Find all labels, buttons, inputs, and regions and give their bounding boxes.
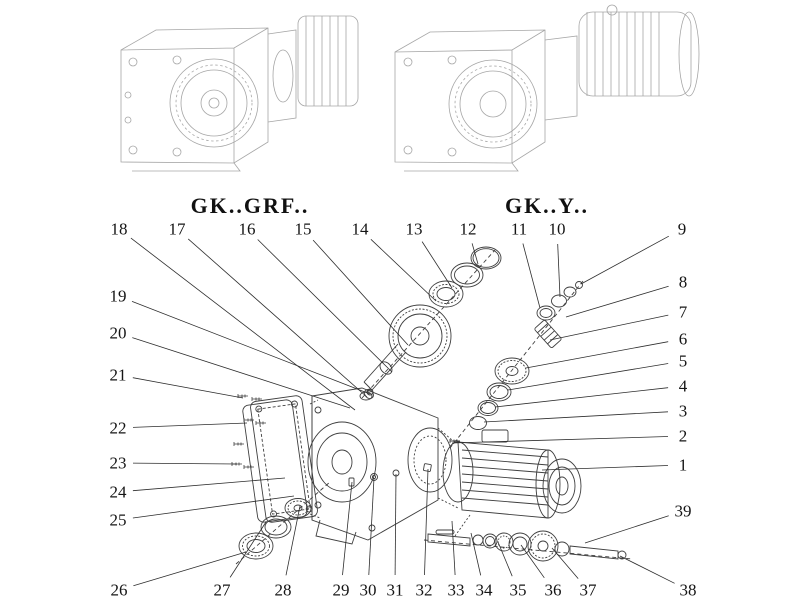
leader-line-15 xyxy=(312,239,409,346)
leader-line-20 xyxy=(132,337,351,409)
output-shaft xyxy=(363,343,407,400)
part-callout-13: 13 xyxy=(405,219,423,239)
part-callout-33: 33 xyxy=(447,580,465,600)
leader-line-31 xyxy=(394,473,397,576)
leader-line-6 xyxy=(525,341,669,369)
leader-line-33 xyxy=(451,520,456,576)
part-callout-20: 20 xyxy=(109,323,127,343)
part-callout-22: 22 xyxy=(109,418,127,438)
leader-line-13 xyxy=(421,241,453,289)
part-callout-26: 26 xyxy=(110,580,128,600)
part-callout-24: 24 xyxy=(109,482,127,502)
part-callout-3: 3 xyxy=(678,401,688,421)
leader-line-11 xyxy=(522,243,541,309)
leader-line-8 xyxy=(565,285,669,318)
leader-line-2 xyxy=(451,436,669,444)
part-callout-32: 32 xyxy=(415,580,433,600)
leader-line-1 xyxy=(541,465,669,471)
part-callout-11: 11 xyxy=(510,219,528,239)
leader-line-22 xyxy=(132,422,248,428)
motor-exploded xyxy=(437,427,582,519)
leader-line-5 xyxy=(507,363,669,391)
part-callout-10: 10 xyxy=(548,219,566,239)
part-callout-14: 14 xyxy=(351,219,369,239)
leader-line-30 xyxy=(368,477,375,576)
leader-line-12 xyxy=(471,243,479,265)
part-callout-2: 2 xyxy=(678,426,688,446)
part-callout-36: 36 xyxy=(544,580,562,600)
part-callout-5: 5 xyxy=(678,351,688,371)
small-fasteners-and-plugs xyxy=(348,463,432,487)
leader-line-32 xyxy=(424,468,429,576)
leader-line-29 xyxy=(342,481,353,576)
gk-y-assembled-illustration xyxy=(394,4,700,172)
leader-line-27 xyxy=(229,521,267,578)
part-callout-35: 35 xyxy=(509,580,527,600)
part-callout-1: 1 xyxy=(678,455,688,475)
part-callout-38: 38 xyxy=(679,580,697,600)
large-helical-gear xyxy=(388,304,452,368)
lower-left-bearing-set xyxy=(235,481,331,565)
leader-line-28 xyxy=(285,505,301,576)
part-callout-28: 28 xyxy=(274,580,292,600)
cover-flange-plate xyxy=(242,395,318,523)
leader-line-18 xyxy=(130,237,356,411)
part-callout-30: 30 xyxy=(359,580,377,600)
leader-line-10 xyxy=(557,243,561,298)
leader-line-24 xyxy=(132,477,286,492)
leader-line-21 xyxy=(132,377,244,399)
gearbox-housing xyxy=(307,387,453,545)
part-callout-17: 17 xyxy=(168,219,186,239)
gk-grf-assembled-illustration xyxy=(120,15,359,172)
output-train-axis xyxy=(361,249,496,399)
part-callout-37: 37 xyxy=(579,580,597,600)
callout-leader-lines xyxy=(130,235,675,587)
output-shaft-assembly xyxy=(423,514,633,562)
part-callout-21: 21 xyxy=(109,365,127,385)
leader-line-34 xyxy=(470,532,482,576)
part-callout-39: 39 xyxy=(674,501,692,521)
input-train-axis xyxy=(449,280,584,449)
variant-title-gk-grf: GK..GRF.. xyxy=(190,193,310,218)
leader-line-25 xyxy=(132,495,295,519)
part-callout-12: 12 xyxy=(459,219,477,239)
leader-line-39 xyxy=(584,515,669,544)
leader-line-36 xyxy=(520,544,545,579)
leader-line-7 xyxy=(549,314,669,341)
part-callout-7: 7 xyxy=(678,302,688,322)
part-callout-18: 18 xyxy=(110,219,128,239)
part-callout-34: 34 xyxy=(475,580,493,600)
part-callout-19: 19 xyxy=(109,286,127,306)
leader-line-16 xyxy=(257,239,393,373)
part-callout-29: 29 xyxy=(332,580,350,600)
leader-line-38 xyxy=(619,555,675,584)
leader-line-37 xyxy=(551,547,579,579)
leader-line-3 xyxy=(483,411,669,423)
part-callout-27: 27 xyxy=(213,580,231,600)
part-callout-8: 8 xyxy=(678,272,688,292)
variant-title-gk-y: GK..Y.. xyxy=(504,193,590,218)
input-pinion-assembly xyxy=(469,281,583,430)
part-callout-23: 23 xyxy=(109,453,127,473)
leader-line-14 xyxy=(370,239,437,302)
leader-line-23 xyxy=(132,462,238,465)
leader-line-9 xyxy=(580,235,669,285)
part-callout-25: 25 xyxy=(109,510,127,530)
leader-line-35 xyxy=(497,541,513,577)
part-callout-4: 4 xyxy=(678,376,688,396)
leader-line-17 xyxy=(187,238,368,398)
leader-line-26 xyxy=(133,551,247,587)
leader-line-19 xyxy=(131,301,371,395)
leader-line-4 xyxy=(494,387,669,408)
part-callout-31: 31 xyxy=(386,580,404,600)
part-callout-16: 16 xyxy=(238,219,256,239)
output-bearing-and-rings xyxy=(428,246,502,308)
part-callout-15: 15 xyxy=(294,219,312,239)
part-callout-6: 6 xyxy=(678,329,688,349)
part-callout-9: 9 xyxy=(677,219,687,239)
